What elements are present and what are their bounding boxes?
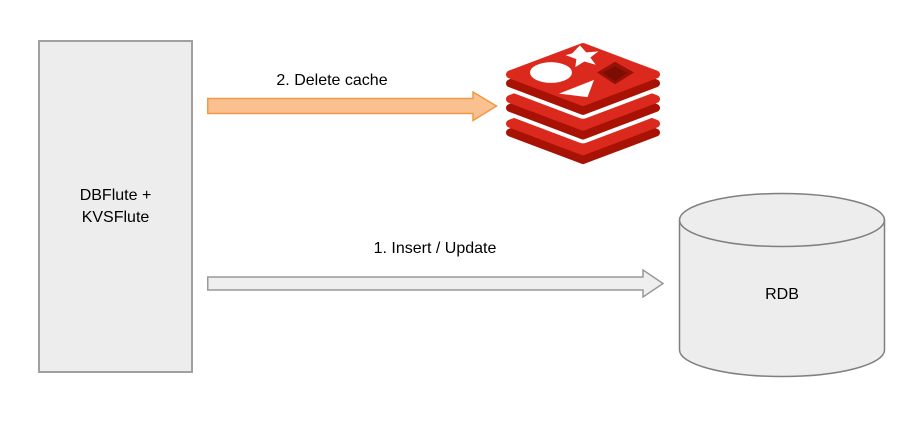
arrow-insert-update bbox=[207, 269, 664, 298]
arrow-delete-cache bbox=[207, 91, 498, 122]
redis-star-glyph bbox=[565, 45, 599, 68]
rdb-node-label: RDB bbox=[765, 286, 799, 303]
redis-circle-glyph bbox=[530, 62, 572, 83]
redis-database-icon bbox=[503, 42, 663, 168]
node-dbflute-label-line2: KVSFlute bbox=[81, 208, 150, 226]
node-dbflute-kvsflute: DBFlute + KVSFlute bbox=[38, 40, 193, 373]
rdb-cylinder bbox=[678, 192, 886, 378]
redis-triangle-glyph bbox=[559, 79, 594, 98]
node-dbflute-label-line1: DBFlute + bbox=[79, 186, 152, 204]
arrow-label-delete-cache: 2. Delete cache bbox=[276, 72, 388, 89]
arrow-label-insert-update: 1. Insert / Update bbox=[373, 240, 497, 257]
redis-layer-top bbox=[503, 42, 663, 119]
